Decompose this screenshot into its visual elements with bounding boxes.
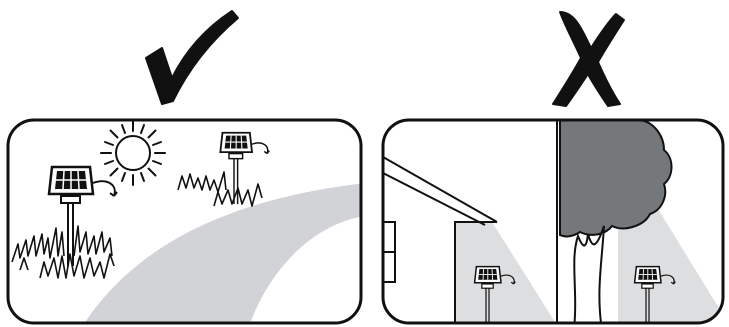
- shadow-area: [455, 222, 560, 327]
- x-mark-icon: [553, 12, 624, 106]
- panel-correct: [8, 120, 365, 327]
- panel-incorrect: [383, 120, 725, 327]
- solar-garden-light-icon: [220, 133, 269, 204]
- grass-icon: [12, 226, 114, 278]
- check-mark-icon: [146, 11, 238, 104]
- sun-icon: [101, 121, 165, 185]
- grass-icon: [178, 172, 262, 206]
